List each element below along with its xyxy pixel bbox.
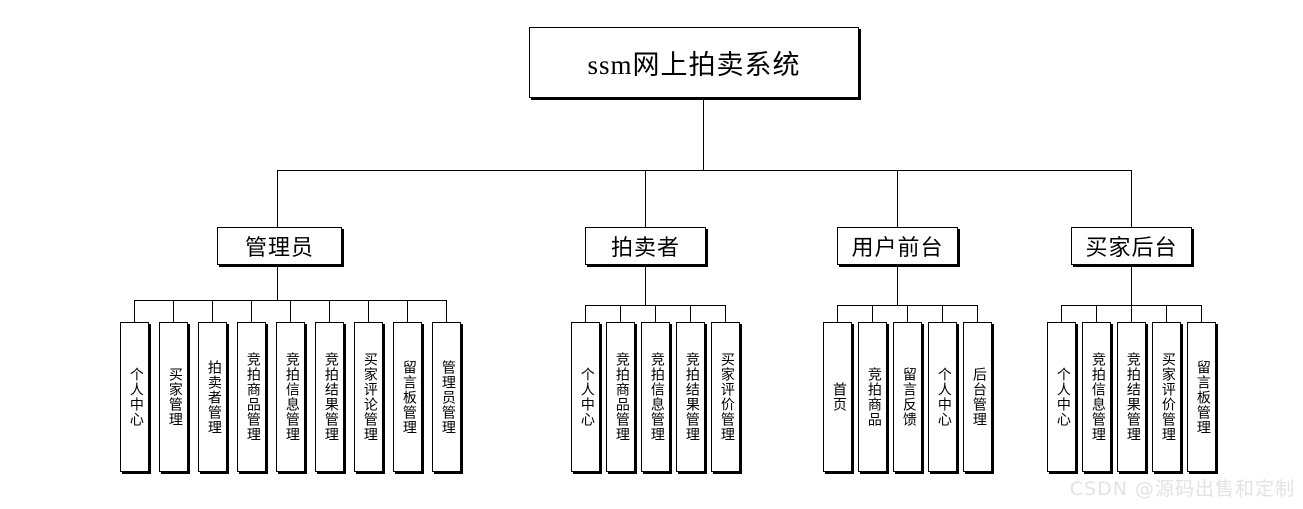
leaf-admin-6[interactable]: 买家评论管理	[354, 322, 383, 472]
leaf-buyer-backend-1-label: 竞拍信息管理	[1089, 352, 1105, 442]
connector-drop-user-frontend	[897, 170, 898, 227]
connector-drop-buyer-backend	[1131, 170, 1132, 227]
leaf-user-frontend-3[interactable]: 个人中心	[928, 322, 957, 472]
node-user-frontend-label: 用户前台	[851, 235, 944, 260]
leaf-buyer-backend-2-label: 竞拍结果管理	[1124, 352, 1140, 442]
node-admin-label: 管理员	[244, 235, 314, 260]
connector-buyer-backend-leaf-4	[1201, 305, 1202, 322]
leaf-auctioneer-4-label: 买家评价管理	[718, 352, 734, 442]
connector-user-frontend-leaf-3	[942, 305, 943, 322]
connector-buyer-backend-leaf-1	[1096, 305, 1097, 322]
leaf-admin-7-label: 留言板管理	[400, 359, 416, 435]
leaf-admin-6-label: 买家评论管理	[361, 352, 377, 442]
connector-auctioneer-leaf-2	[655, 305, 656, 322]
connector-root-stem	[703, 98, 704, 170]
leaf-admin-1[interactable]: 买家管理	[159, 322, 188, 472]
leaf-admin-8[interactable]: 管理员管理	[432, 322, 461, 472]
leaf-buyer-backend-0-label: 个人中心	[1054, 367, 1070, 427]
leaf-admin-0[interactable]: 个人中心	[120, 322, 149, 472]
connector-auctioneer-leaf-1	[620, 305, 621, 322]
node-root-label: ssm网上拍卖系统	[587, 50, 801, 80]
leaf-admin-3-label: 竞拍商品管理	[244, 352, 260, 442]
connector-admin-leaf-7	[407, 300, 408, 322]
leaf-admin-2-label: 拍卖者管理	[205, 359, 221, 435]
leaf-admin-5[interactable]: 竞拍结果管理	[315, 322, 344, 472]
leaf-admin-7[interactable]: 留言板管理	[393, 322, 422, 472]
connector-user-frontend-stem	[897, 265, 898, 305]
leaf-auctioneer-3[interactable]: 竞拍结果管理	[676, 322, 705, 472]
connector-admin-leaf-4	[290, 300, 291, 322]
node-auctioneer-label: 拍卖者	[610, 235, 680, 260]
connector-user-frontend-leaf-4	[977, 305, 978, 322]
node-root[interactable]: ssm网上拍卖系统	[529, 27, 859, 98]
leaf-user-frontend-0[interactable]: 首页	[823, 322, 852, 472]
leaf-buyer-backend-4-label: 留言板管理	[1194, 359, 1210, 435]
leaf-admin-5-label: 竞拍结果管理	[322, 352, 338, 442]
leaf-auctioneer-2-label: 竞拍信息管理	[648, 352, 664, 442]
leaf-admin-0-label: 个人中心	[127, 367, 143, 427]
node-buyer-backend[interactable]: 买家后台	[1071, 227, 1192, 265]
connector-admin-leaf-0	[134, 300, 135, 322]
node-admin[interactable]: 管理员	[217, 227, 342, 265]
leaf-auctioneer-1[interactable]: 竞拍商品管理	[606, 322, 635, 472]
leaf-user-frontend-1-label: 竞拍商品	[865, 367, 881, 427]
connector-buyer-backend-leaf-3	[1166, 305, 1167, 322]
leaf-admin-3[interactable]: 竞拍商品管理	[237, 322, 266, 472]
leaf-user-frontend-2[interactable]: 留言反馈	[893, 322, 922, 472]
connector-auctioneer-leaf-0	[585, 305, 586, 322]
leaf-buyer-backend-4[interactable]: 留言板管理	[1187, 322, 1216, 472]
leaf-admin-4[interactable]: 竞拍信息管理	[276, 322, 305, 472]
connector-auctioneer-leaf-4	[725, 305, 726, 322]
connector-user-frontend-leaf-0	[837, 305, 838, 322]
node-auctioneer[interactable]: 拍卖者	[585, 227, 706, 265]
leaf-auctioneer-3-label: 竞拍结果管理	[683, 352, 699, 442]
leaf-buyer-backend-1[interactable]: 竞拍信息管理	[1082, 322, 1111, 472]
connector-buyer-backend-leaf-2	[1131, 305, 1132, 322]
leaf-buyer-backend-2[interactable]: 竞拍结果管理	[1117, 322, 1146, 472]
connector-auctioneer-leaf-3	[690, 305, 691, 322]
connector-admin-leaf-8	[446, 300, 447, 322]
leaf-admin-2[interactable]: 拍卖者管理	[198, 322, 227, 472]
leaf-buyer-backend-0[interactable]: 个人中心	[1047, 322, 1076, 472]
leaf-admin-1-label: 买家管理	[166, 367, 182, 427]
leaf-admin-8-label: 管理员管理	[439, 359, 455, 435]
leaf-auctioneer-4[interactable]: 买家评价管理	[711, 322, 740, 472]
connector-drop-admin	[277, 170, 278, 227]
connector-user-frontend-leaf-2	[907, 305, 908, 322]
connector-admin-leaf-6	[368, 300, 369, 322]
leaf-user-frontend-3-label: 个人中心	[935, 367, 951, 427]
connector-admin-leaf-2	[212, 300, 213, 322]
connector-buyer-backend-stem	[1131, 265, 1132, 305]
leaf-buyer-backend-3-label: 买家评价管理	[1159, 352, 1175, 442]
leaf-auctioneer-2[interactable]: 竞拍信息管理	[641, 322, 670, 472]
leaf-auctioneer-1-label: 竞拍商品管理	[613, 352, 629, 442]
node-user-frontend[interactable]: 用户前台	[837, 227, 958, 265]
leaf-user-frontend-0-label: 首页	[830, 382, 846, 412]
leaf-auctioneer-0-label: 个人中心	[578, 367, 594, 427]
leaf-user-frontend-4-label: 后台管理	[970, 367, 986, 427]
connector-admin-leaf-1	[173, 300, 174, 322]
leaf-user-frontend-4[interactable]: 后台管理	[963, 322, 992, 472]
connector-admin-leaf-3	[251, 300, 252, 322]
node-buyer-backend-label: 买家后台	[1085, 235, 1178, 260]
leaf-user-frontend-1[interactable]: 竞拍商品	[858, 322, 887, 472]
connector-admin-stem	[277, 265, 278, 300]
leaf-auctioneer-0[interactable]: 个人中心	[571, 322, 600, 472]
csdn-watermark: CSDN @源码出售和定制	[1069, 478, 1295, 500]
leaf-admin-4-label: 竞拍信息管理	[283, 352, 299, 442]
leaf-user-frontend-2-label: 留言反馈	[900, 367, 916, 427]
connector-admin-leaf-5	[329, 300, 330, 322]
connector-auctioneer-stem	[645, 265, 646, 305]
connector-drop-auctioneer	[645, 170, 646, 227]
leaf-buyer-backend-3[interactable]: 买家评价管理	[1152, 322, 1181, 472]
connector-buyer-backend-leaf-0	[1061, 305, 1062, 322]
connector-main-bus	[277, 170, 1131, 171]
connector-user-frontend-leaf-1	[872, 305, 873, 322]
